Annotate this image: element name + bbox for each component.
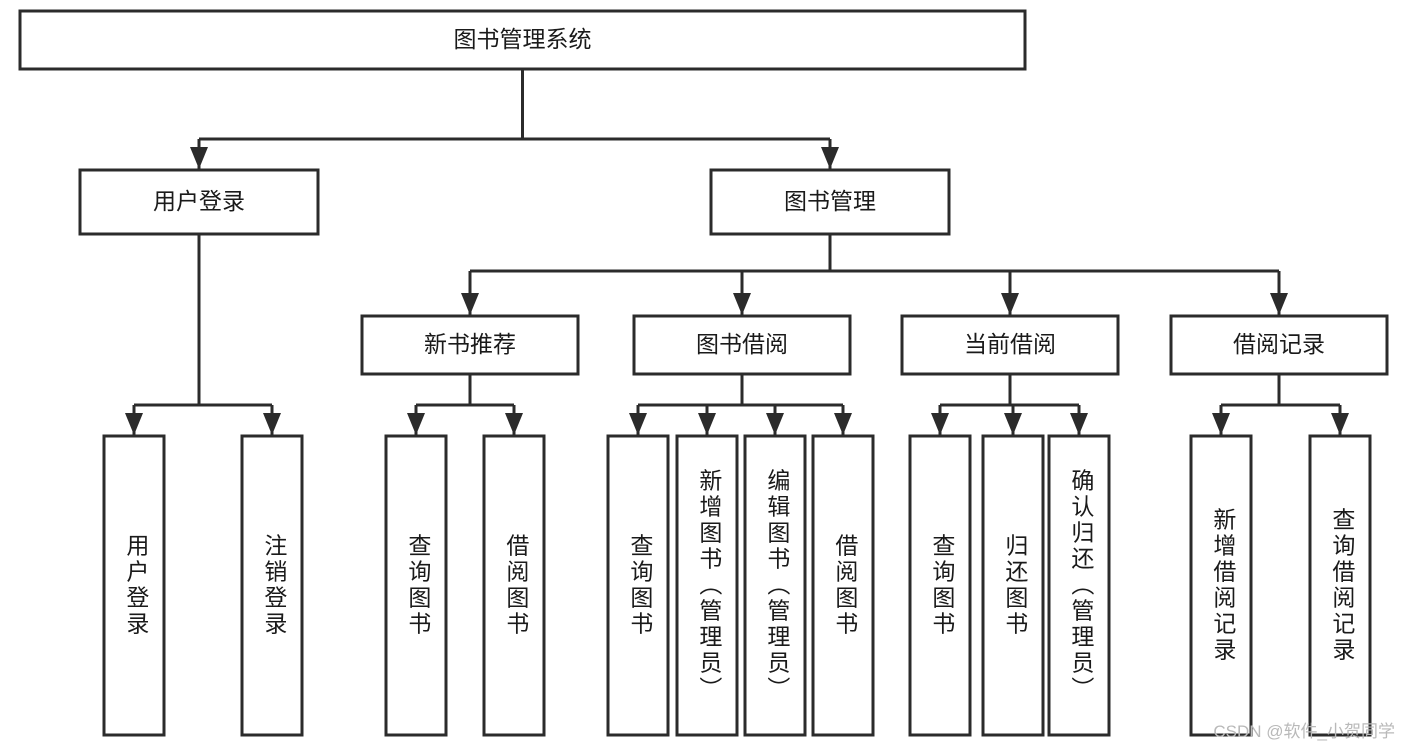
node-label-l-confirm: 确认归还（管理员） bbox=[1068, 469, 1095, 703]
arrow-head-icon bbox=[263, 413, 281, 435]
connector-group-c-login bbox=[125, 234, 281, 435]
node-label-l-b1: 借阅图书 bbox=[503, 534, 530, 638]
connector-group-c-record bbox=[1212, 374, 1349, 435]
node-box-l-add[interactable] bbox=[675, 434, 739, 737]
node-l-userlogin[interactable]: 用户登录 bbox=[102, 434, 166, 737]
node-label-n-bookmgr: 图书管理 bbox=[784, 188, 876, 214]
node-l-edit[interactable]: 编辑图书（管理员） bbox=[743, 434, 807, 737]
node-label-l-q2: 查询图书 bbox=[627, 534, 654, 638]
node-l-q3[interactable]: 查询图书 bbox=[908, 434, 972, 737]
node-root[interactable]: 图书管理系统 bbox=[18, 9, 1027, 71]
arrow-head-icon bbox=[1004, 413, 1022, 435]
node-box-l-q3[interactable] bbox=[908, 434, 972, 737]
arrow-head-icon bbox=[1001, 293, 1019, 315]
node-box-l-q2[interactable] bbox=[606, 434, 670, 737]
arrow-head-icon bbox=[190, 147, 208, 169]
arrow-head-icon bbox=[733, 293, 751, 315]
node-label-n-login: 用户登录 bbox=[153, 188, 245, 214]
node-box-n-bookmgr[interactable] bbox=[709, 168, 951, 236]
node-label-l-addrec: 新增借阅记录 bbox=[1210, 508, 1237, 664]
node-label-l-return: 归还图书 bbox=[1002, 534, 1029, 638]
node-n-current[interactable]: 当前借阅 bbox=[900, 314, 1120, 376]
arrow-head-icon bbox=[821, 147, 839, 169]
arrow-head-icon bbox=[407, 413, 425, 435]
connector-group-c-current bbox=[931, 374, 1088, 435]
node-box-l-confirm[interactable] bbox=[1047, 434, 1111, 737]
arrow-head-icon bbox=[1331, 413, 1349, 435]
arrow-head-icon bbox=[1212, 413, 1230, 435]
node-l-queryrec[interactable]: 查询借阅记录 bbox=[1308, 434, 1372, 737]
connector-layer bbox=[125, 69, 1349, 435]
arrow-head-icon bbox=[125, 413, 143, 435]
node-l-logout[interactable]: 注销登录 bbox=[240, 434, 304, 737]
connector-group-c-borrow bbox=[629, 374, 852, 435]
node-box-l-logout[interactable] bbox=[240, 434, 304, 737]
node-n-record[interactable]: 借阅记录 bbox=[1169, 314, 1389, 376]
node-label-n-current: 当前借阅 bbox=[964, 331, 1056, 357]
node-box-n-current[interactable] bbox=[900, 314, 1120, 376]
node-box-l-addrec[interactable] bbox=[1189, 434, 1253, 737]
node-l-confirm[interactable]: 确认归还（管理员） bbox=[1047, 434, 1111, 737]
arrow-head-icon bbox=[834, 413, 852, 435]
node-box-n-login[interactable] bbox=[78, 168, 320, 236]
connector-group-c-newbook bbox=[407, 374, 523, 435]
node-box-l-b1[interactable] bbox=[482, 434, 546, 737]
node-label-root: 图书管理系统 bbox=[454, 26, 592, 52]
node-label-l-logout: 注销登录 bbox=[261, 534, 288, 638]
node-n-bookmgr[interactable]: 图书管理 bbox=[709, 168, 951, 236]
node-l-addrec[interactable]: 新增借阅记录 bbox=[1189, 434, 1253, 737]
node-label-l-b2: 借阅图书 bbox=[832, 534, 859, 638]
node-label-l-q1: 查询图书 bbox=[405, 534, 432, 638]
arrow-head-icon bbox=[1070, 413, 1088, 435]
arrow-head-icon bbox=[629, 413, 647, 435]
node-label-n-newbook: 新书推荐 bbox=[424, 331, 516, 357]
node-label-l-userlogin: 用户登录 bbox=[123, 534, 150, 638]
node-l-b2[interactable]: 借阅图书 bbox=[811, 434, 875, 737]
node-label-n-borrow: 图书借阅 bbox=[696, 331, 788, 357]
arrow-head-icon bbox=[505, 413, 523, 435]
arrow-head-icon bbox=[1270, 293, 1288, 315]
node-box-l-b2[interactable] bbox=[811, 434, 875, 737]
node-layer: 图书管理系统用户登录图书管理新书推荐图书借阅当前借阅借阅记录用户登录注销登录查询… bbox=[18, 9, 1389, 737]
arrow-head-icon bbox=[698, 413, 716, 435]
node-l-q1[interactable]: 查询图书 bbox=[384, 434, 448, 737]
node-l-add[interactable]: 新增图书（管理员） bbox=[675, 434, 739, 737]
node-box-root[interactable] bbox=[18, 9, 1027, 71]
node-label-n-record: 借阅记录 bbox=[1233, 331, 1325, 357]
node-box-l-queryrec[interactable] bbox=[1308, 434, 1372, 737]
connector-group-c-bookmgr bbox=[461, 234, 1288, 315]
node-l-b1[interactable]: 借阅图书 bbox=[482, 434, 546, 737]
node-label-l-q3: 查询图书 bbox=[929, 534, 956, 638]
node-box-n-borrow[interactable] bbox=[632, 314, 852, 376]
node-box-n-record[interactable] bbox=[1169, 314, 1389, 376]
node-l-q2[interactable]: 查询图书 bbox=[606, 434, 670, 737]
node-n-login[interactable]: 用户登录 bbox=[78, 168, 320, 236]
arrow-head-icon bbox=[461, 293, 479, 315]
node-n-borrow[interactable]: 图书借阅 bbox=[632, 314, 852, 376]
csdn-watermark: CSDN @软件_小贺同学 bbox=[1213, 722, 1395, 741]
node-label-l-add: 新增图书（管理员） bbox=[696, 469, 723, 703]
node-label-l-queryrec: 查询借阅记录 bbox=[1329, 508, 1356, 664]
node-n-newbook[interactable]: 新书推荐 bbox=[360, 314, 580, 376]
arrow-head-icon bbox=[931, 413, 949, 435]
node-box-l-userlogin[interactable] bbox=[102, 434, 166, 737]
connector-group-c-root bbox=[190, 69, 839, 169]
node-label-l-edit: 编辑图书（管理员） bbox=[764, 469, 791, 703]
node-l-return[interactable]: 归还图书 bbox=[981, 434, 1045, 737]
node-box-l-return[interactable] bbox=[981, 434, 1045, 737]
arrow-head-icon bbox=[766, 413, 784, 435]
node-box-l-edit[interactable] bbox=[743, 434, 807, 737]
node-box-l-q1[interactable] bbox=[384, 434, 448, 737]
node-box-n-newbook[interactable] bbox=[360, 314, 580, 376]
